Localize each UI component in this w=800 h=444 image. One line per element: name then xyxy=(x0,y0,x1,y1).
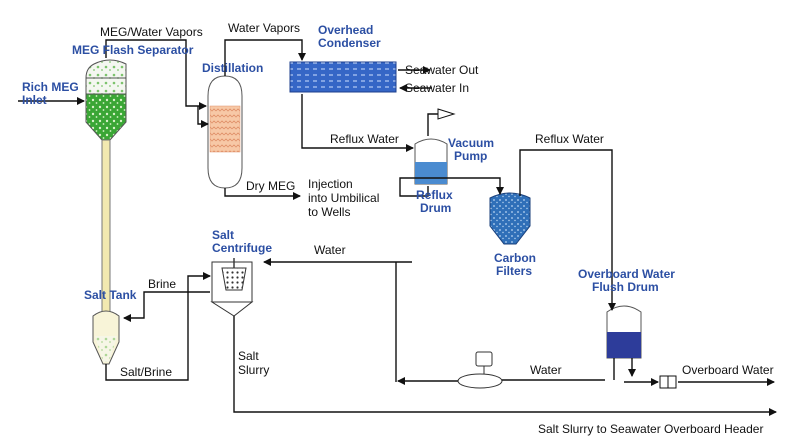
dry-meg-label: Dry MEG xyxy=(246,179,295,193)
salt-centrifuge xyxy=(210,258,254,317)
overboard-drum-label-1: Overboard Water xyxy=(578,267,675,281)
seawater-in-label: Seawater In xyxy=(405,81,469,95)
salt-brine-label: Salt/Brine xyxy=(120,365,172,379)
water-label-bottom: Water xyxy=(530,363,562,377)
reflux-drum-label-2: Drum xyxy=(420,201,451,215)
brine-label: Brine xyxy=(148,277,176,291)
seawater-out-label: Seawater Out xyxy=(405,63,479,77)
salt-tank xyxy=(92,310,120,365)
salt-centrifuge-label-1: Salt xyxy=(212,228,234,242)
vacuum-pump-label-1: Vacuum xyxy=(448,136,494,150)
rich-meg-inlet-label-1: Rich MEG xyxy=(22,80,79,94)
water-label-top: Water xyxy=(314,243,346,257)
injection-label-2: into Umbilical xyxy=(308,191,379,205)
salt-centrifuge-label-2: Centrifuge xyxy=(212,241,272,255)
overboard-valve xyxy=(659,375,677,389)
carbon-filters-label-1: Carbon xyxy=(494,251,536,265)
overboard-drum-label-2: Flush Drum xyxy=(592,280,659,294)
water-pump xyxy=(457,351,503,389)
pipe-network xyxy=(18,39,777,416)
overhead-condenser-label-2: Condenser xyxy=(318,36,381,50)
meg-flash-separator xyxy=(85,59,127,141)
meg-flash-separator-label: MEG Flash Separator xyxy=(72,43,194,57)
distillation-label: Distillation xyxy=(202,61,263,75)
vacuum-pump-pipe xyxy=(427,113,438,120)
injection-label-1: Injection xyxy=(308,177,353,191)
reflux-water-label-1: Reflux Water xyxy=(330,132,399,146)
rich-meg-inlet-label-2: Inlet xyxy=(22,93,47,107)
meg-water-vapors-label: MEG/Water Vapors xyxy=(100,25,203,39)
vacuum-pump-icon xyxy=(437,108,456,120)
salt-slurry-header-label: Salt Slurry to Seawater Overboard Header xyxy=(538,422,763,436)
distillation-column xyxy=(207,75,243,189)
carbon-filters xyxy=(489,192,531,245)
vacuum-pump-label-2: Pump xyxy=(454,149,487,163)
carbon-filters-label-2: Filters xyxy=(496,264,532,278)
reflux-drum xyxy=(414,138,448,185)
salt-slurry-label-2: Slurry xyxy=(238,363,269,377)
reflux-drum-label-1: Reflux xyxy=(416,188,453,202)
overboard-flush-drum xyxy=(606,305,642,359)
water-vapors-label: Water Vapors xyxy=(228,21,300,35)
salt-tank-label: Salt Tank xyxy=(84,288,137,302)
injection-label-3: to Wells xyxy=(308,205,350,219)
reflux-water-label-2: Reflux Water xyxy=(535,132,604,146)
salt-slurry-label-1: Salt xyxy=(238,349,259,363)
overhead-condenser xyxy=(289,61,397,93)
overboard-water-label: Overboard Water xyxy=(682,363,774,377)
overhead-condenser-label-1: Overhead xyxy=(318,23,373,37)
